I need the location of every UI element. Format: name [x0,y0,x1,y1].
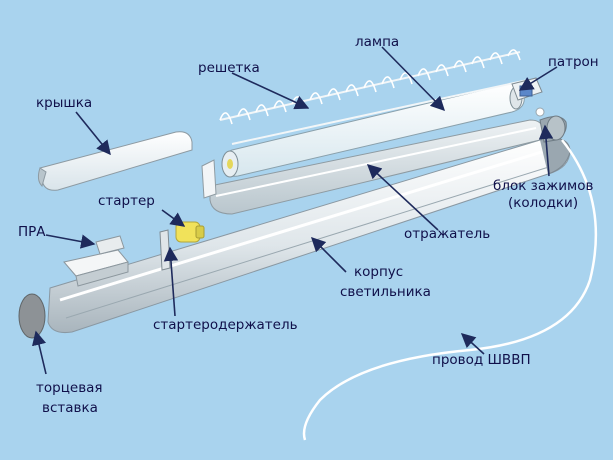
label-housing-line1: корпус [354,264,403,280]
label-terminal-block-line2: (колодки) [508,195,578,211]
starter [175,221,205,243]
terminal-block [539,115,567,143]
label-reflector: отражатель [404,226,490,242]
label-grid: решетка [198,60,260,76]
label-end-insert-line1: торцевая [36,380,103,396]
cover [37,131,193,191]
label-cover: крышка [36,95,92,111]
label-socket: патрон [548,54,599,70]
ballast [63,235,129,287]
leader-arrows [31,46,558,375]
end-insert [18,293,46,339]
wire-shvvp [302,139,598,441]
label-lamp: лампа [355,34,399,50]
label-starter: стартер [98,193,155,209]
label-starter-holder: стартеродержатель [153,317,298,333]
label-ballast: ПРА [18,224,46,240]
starter-holder [159,229,171,271]
label-end-insert-line2: вставка [42,400,98,416]
label-housing-line2: светильника [340,284,431,300]
label-wire: провод ШВВП [432,352,531,368]
label-terminal-block-line1: блок зажимов [493,178,593,194]
